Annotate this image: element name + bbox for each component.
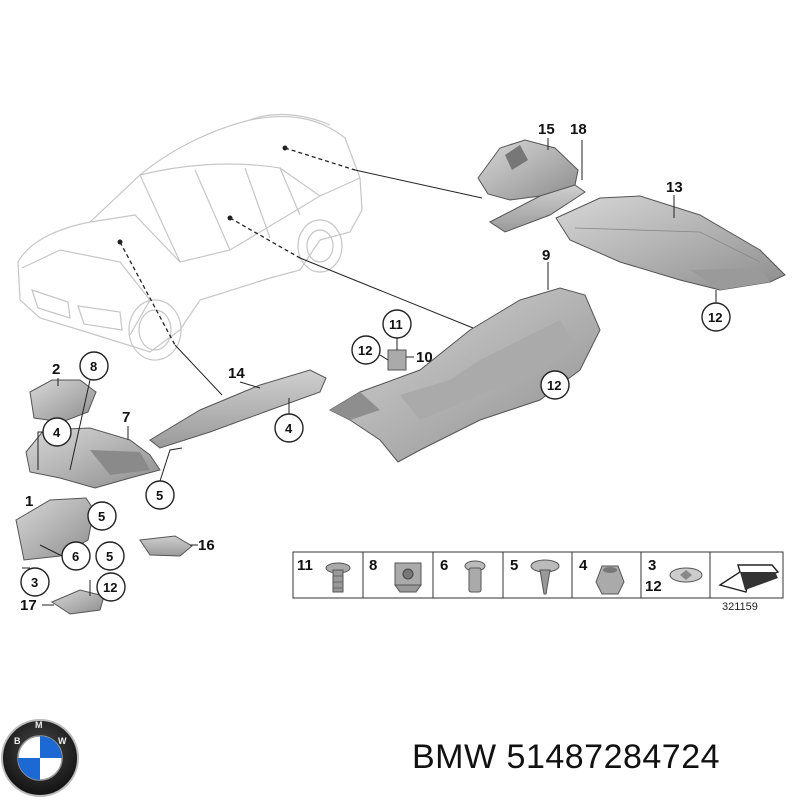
callout-8: 8 — [90, 359, 97, 374]
callout-18: 18 — [570, 121, 587, 138]
part-9-tunnel-shield — [328, 287, 601, 463]
bmw-logo-icon: B M W — [1, 719, 79, 797]
callout-11: 11 — [389, 317, 403, 332]
callout-3: 3 — [31, 575, 38, 590]
part-17-panel — [50, 589, 105, 615]
bolt-icon — [325, 562, 351, 593]
legend-label-12: 12 — [645, 578, 662, 595]
callout-ring-12-b — [351, 335, 381, 365]
callout-17: 17 — [20, 597, 37, 614]
callout-14: 14 — [228, 365, 245, 382]
callout-1: 1 — [25, 493, 33, 510]
callout-ring-3 — [20, 567, 50, 597]
callout-12-c: 12 — [547, 378, 561, 393]
direction-arrow-icon — [718, 564, 780, 593]
callout-12-a: 12 — [103, 580, 117, 595]
part-13-underbody-panel — [555, 195, 786, 291]
callout-5-c: 5 — [106, 549, 113, 564]
part-10-bracket — [387, 349, 407, 371]
callout-13: 13 — [666, 179, 683, 196]
part-2-shield — [29, 379, 97, 423]
svg-text:M: M — [35, 720, 43, 730]
callout-5-a: 5 — [156, 488, 163, 503]
part-16-panel — [139, 535, 193, 557]
callout-ring-5-b — [87, 501, 117, 531]
fastener-legend: 11 8 6 5 4 3 12 — [292, 551, 784, 599]
legend-label-5: 5 — [510, 557, 518, 574]
vehicle-outline — [17, 113, 363, 361]
callout-ring-12-c — [540, 370, 570, 400]
callout-ring-8 — [79, 351, 109, 381]
svg-text:W: W — [58, 736, 67, 746]
brand-part-number: BMW 51487284724 — [412, 738, 721, 776]
callout-15: 15 — [538, 121, 555, 138]
legend-label-8: 8 — [369, 557, 377, 574]
part-18-bracket — [489, 184, 586, 233]
push-clip-icon — [530, 559, 560, 595]
callout-ring-5-c — [95, 541, 125, 571]
speed-nut-icon — [669, 567, 703, 583]
callout-7: 7 — [122, 409, 130, 426]
part-15-shield — [477, 139, 579, 201]
callout-9: 9 — [542, 247, 550, 264]
part-14-side-panel — [149, 369, 327, 449]
callout-12-d: 12 — [708, 310, 722, 325]
diagram-number: 321159 — [722, 601, 758, 613]
callout-12-b: 12 — [358, 343, 372, 358]
callout-ring-12-a — [96, 572, 126, 602]
callout-6: 6 — [72, 549, 79, 564]
legend-label-6: 6 — [440, 557, 448, 574]
legend-label-11: 11 — [297, 557, 313, 574]
callout-16: 16 — [198, 537, 215, 554]
legend-label-4: 4 — [579, 557, 588, 574]
callout-2: 2 — [52, 361, 60, 378]
clip-nut-icon — [394, 562, 422, 593]
legend-label-3: 3 — [648, 557, 656, 574]
callout-10: 10 — [416, 349, 433, 366]
leader-lines — [117, 145, 483, 396]
callout-4-b: 4 — [285, 421, 293, 436]
expansion-rivet-icon — [464, 560, 486, 593]
svg-text:B: B — [14, 736, 21, 746]
callout-5-b: 5 — [98, 509, 105, 524]
hex-nut-icon — [595, 565, 625, 595]
callout-4-a: 4 — [53, 425, 61, 440]
